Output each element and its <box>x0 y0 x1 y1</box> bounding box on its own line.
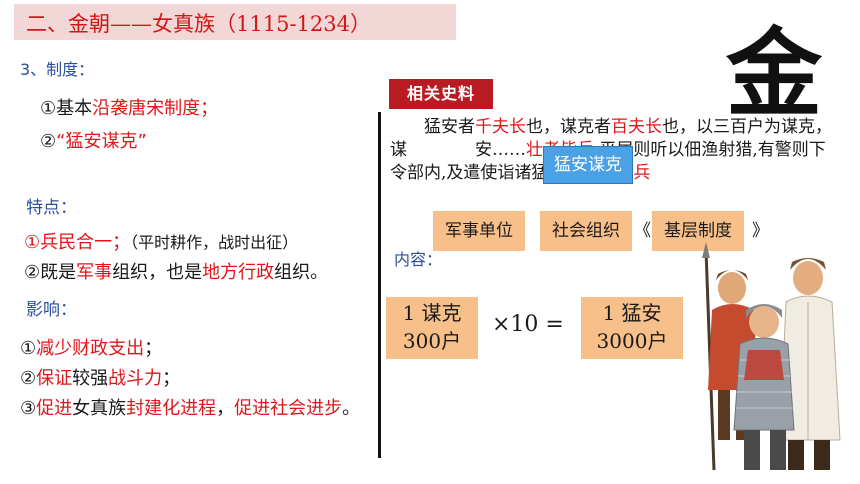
feature-2: ②既是军事组织，也是地方行政组织。 <box>24 262 329 283</box>
system-item-2: ②“猛安谋克” <box>40 131 147 152</box>
calligraphy-character: 金 <box>726 17 822 130</box>
title-bar <box>14 4 456 40</box>
feature-1: ①兵民合一；（平时耕作，战时出征） <box>24 232 299 253</box>
system-item-1: ①基本沿袭唐宋制度； <box>40 98 219 119</box>
book-bracket-right: 》 <box>752 221 769 241</box>
content-label: 内容： <box>394 250 443 269</box>
military-unit-box: 军事单位 <box>433 211 525 251</box>
social-organization-box: 社会组织 <box>540 211 632 251</box>
source-tag: 相关史料 <box>389 79 493 109</box>
vertical-divider <box>378 112 381 458</box>
mengan-box: 1 猛安 3000户 <box>581 297 683 359</box>
influence-1: ①减少财政支出； <box>20 338 163 359</box>
mouke-box: 1 谋克 300户 <box>386 297 478 359</box>
influence-2: ②保证较强战斗力； <box>20 368 181 389</box>
jurchen-warriors-illustration <box>702 242 841 471</box>
grassroots-system-box: 基层制度 <box>652 211 744 251</box>
influence-heading: 影响： <box>26 300 77 320</box>
source-paragraph: 猛安者千夫长也，谋克者百夫长也，以三百户为谋克，谋安……壮者皆兵,平居则听以佃渔… <box>390 117 832 183</box>
mengan-mouke-popup[interactable]: 猛安谋克 <box>543 146 633 184</box>
section-heading-system: 3、制度： <box>20 60 95 79</box>
multiply-equals: ×10 = <box>492 312 564 337</box>
influence-3: ③促进女真族封建化进程，促进社会进步。 <box>20 398 361 419</box>
features-heading: 特点： <box>26 198 77 218</box>
book-bracket-left: 《 <box>634 221 651 241</box>
page-title: 二、金朝——女真族（1115-1234） <box>26 12 371 36</box>
